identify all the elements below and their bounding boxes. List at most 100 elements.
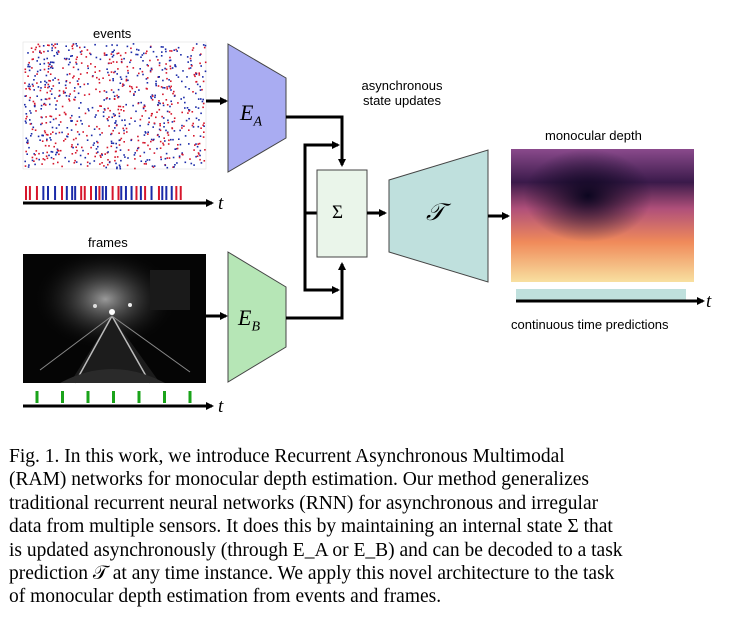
event-dot [196,145,199,148]
event-dot [123,129,125,132]
event-dot [113,95,116,97]
event-dot [112,54,115,57]
event-dot [80,62,83,64]
event-dot [37,43,40,46]
event-dot [56,53,59,55]
event-dot [30,112,32,114]
event-dot [43,50,45,53]
event-dot [76,56,78,58]
event-dot [143,104,146,106]
event-dot [58,153,60,156]
event-dot [170,138,172,141]
event-dot [146,64,149,66]
event-dot [158,64,161,67]
event-dot [196,155,199,157]
event-dot [109,109,111,112]
event-dot [203,160,206,162]
event-dot [33,102,36,105]
event-dot [88,125,90,127]
event-dot [55,104,57,106]
event-dot [50,133,52,135]
event-dot [31,58,34,61]
event-dot [93,160,96,162]
event-dot [108,58,111,61]
event-dot [192,126,195,128]
event-dot [69,93,71,95]
event-dot [139,118,142,121]
event-dot [181,124,183,127]
event-dot [108,98,111,100]
event-dot [95,88,97,91]
event-dot [59,94,61,97]
event-dot [136,53,139,56]
event-dot [123,57,125,60]
event-dot [75,161,78,163]
event-dot [188,117,190,120]
event-dot [150,97,153,100]
event-dot [99,133,101,136]
event-dot [28,99,31,102]
event-dot [74,159,76,162]
event-dot [157,59,159,61]
event-dot [117,52,120,54]
event-dot [118,115,121,118]
event-dot [101,154,103,156]
event-dot [50,61,52,63]
event-dot [106,118,109,120]
event-dot [28,83,30,86]
event-dot [25,113,28,115]
event-dot [41,163,43,165]
event-dot [159,123,161,125]
event-dot [50,156,53,159]
event-dot [117,96,119,99]
event-dot [166,166,169,169]
event-dot [169,67,172,70]
event-dot [172,166,174,168]
event-dot [62,90,65,92]
event-dot [120,109,122,111]
event-dot [36,73,38,75]
event-dot [173,90,175,93]
event-dot [130,47,132,50]
event-dot [140,56,142,58]
event-dot [163,137,165,139]
caption-line: traditional recurrent neural networks (R… [9,492,599,514]
event-dot [64,138,67,140]
event-dot [31,156,34,159]
event-dot [84,156,87,159]
event-dot [178,155,181,157]
event-dot [129,85,131,88]
event-dot [164,140,166,142]
event-dot [134,152,136,154]
event-dot [41,122,43,125]
event-dot [108,74,110,76]
event-dot [133,154,136,156]
event-dot [55,132,57,135]
event-dot [188,110,190,112]
event-dot [43,103,45,106]
event-dot [73,90,76,92]
event-dot [169,87,171,89]
event-dot [148,117,150,119]
encoder-b-label: EB [238,305,261,335]
event-dot [85,56,88,58]
event-dot [119,139,121,141]
event-dot [203,131,205,133]
event-dot [98,70,101,72]
event-dot [57,149,59,152]
frames-image [23,254,206,384]
event-dot [186,76,188,78]
event-dot [132,104,134,107]
event-dot [28,87,30,90]
event-dot [137,139,140,142]
event-dot [136,149,138,152]
event-dot [118,144,121,146]
event-dot [68,98,70,100]
event-dot [136,48,138,51]
event-dot [50,115,53,118]
event-dot [122,127,124,130]
event-dot [63,111,66,114]
event-dot [34,105,36,108]
event-dot [79,73,82,75]
event-dot [165,63,167,65]
